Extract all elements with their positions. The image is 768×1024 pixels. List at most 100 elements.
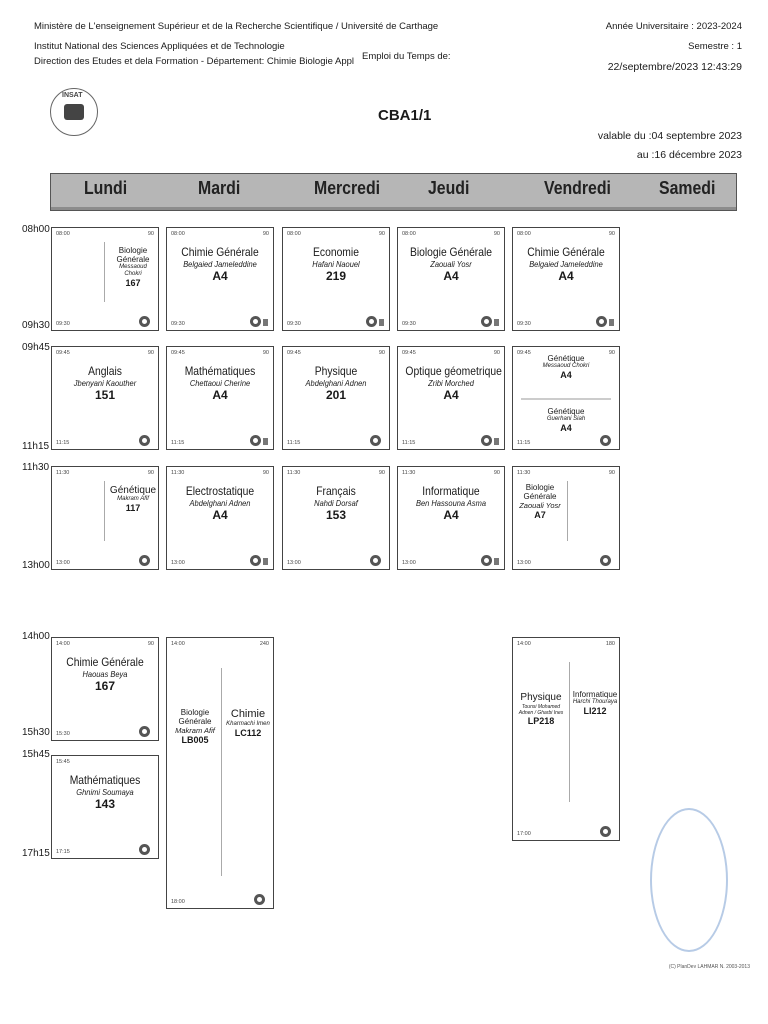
split-line (521, 398, 611, 400)
day-thursday: Jeudi (428, 178, 470, 198)
day-friday: Vendredi (544, 178, 611, 198)
session-card[interactable]: 09:45 90 Génétique Messaoud Chokri A4 Gé… (512, 346, 620, 450)
room-number: A4 (558, 269, 574, 283)
teacher-name: Messaoud Chokri (119, 264, 147, 277)
room-number: A4 (212, 388, 228, 402)
session-card[interactable]: 08:00 90 Chimie Générale Belgaied Jamele… (166, 227, 274, 331)
department-line: Direction des Etudes et dela Formation -… (34, 56, 354, 67)
split-line (104, 481, 105, 541)
session-card[interactable]: 08:00 90 Biologie Générale Zaouali Yosr … (397, 227, 505, 331)
session-content: Anglais Jbenyani Kaouther 151 (52, 364, 158, 403)
session-card[interactable]: 14:00 180 Physique Tounsi Mohamed Adnen … (512, 637, 620, 841)
teacher-name: Zaouali Yosr (430, 259, 472, 269)
time-label: 11h15 (22, 441, 50, 452)
session-content: Génétique Makram Afif 117 (108, 485, 158, 514)
session-card[interactable]: 09:45 90 Anglais Jbenyani Kaouther 151 1… (51, 346, 159, 450)
official-seal (650, 808, 728, 952)
day-monday: Lundi (84, 178, 128, 198)
session-content-group-a: Physique Tounsi Mohamed Adnen / Gharbi I… (515, 692, 567, 727)
session-content-group-b: Génétique Guerhani Siah A4 (513, 407, 619, 434)
course-title: Anglais (88, 364, 122, 378)
teacher-name: Makram Afif (175, 726, 215, 735)
teacher-name: Ghnimi Soumaya (76, 787, 134, 797)
course-type-icon (250, 316, 261, 327)
course-title: Français (316, 484, 356, 498)
course-type-icon (366, 316, 377, 327)
session-card[interactable]: 11:30 90 Génétique Makram Afif 117 13:00 (51, 466, 159, 570)
course-type-icon (370, 555, 381, 566)
session-card[interactable]: 09:45 90 Optique géometrique Zribi Morch… (397, 346, 505, 450)
teacher-name: Zaouali Yosr (519, 501, 561, 510)
time-label: 14h00 (22, 631, 50, 642)
session-card[interactable]: 08:00 90 Biologie Générale Messaoud Chok… (51, 227, 159, 331)
room-number: 153 (325, 508, 347, 522)
time-label: 15h30 (22, 727, 50, 738)
split-line (221, 668, 222, 876)
room-number: A4 (560, 423, 572, 433)
session-content: Mathématiques Ghnimi Soumaya 143 (52, 774, 158, 812)
session-content: Economie Hafani Naouel 219 (283, 245, 389, 284)
schedule-title: Emploi du Temps de: (362, 51, 451, 62)
course-type-icon (139, 435, 150, 446)
course-title: Génétique (109, 485, 157, 496)
day-saturday: Samedi (659, 178, 716, 198)
room-number: 143 (94, 797, 116, 811)
session-card[interactable]: 09:45 90 Physique Abdelghani Adnen 201 1… (282, 346, 390, 450)
course-type-icon (250, 435, 261, 446)
day-tuesday: Mardi (198, 178, 241, 198)
session-card[interactable]: 11:30 90 Electrostatique Abdelghani Adne… (166, 466, 274, 570)
session-card[interactable]: 11:30 90 Informatique Ben Hassouna Asma … (397, 466, 505, 570)
session-card[interactable]: 11:30 90 Français Nahdi Dorsaf 153 13:00 (282, 466, 390, 570)
teacher-name: Hafani Naouel (312, 259, 360, 269)
teacher-name: Messaoud Chokri (542, 363, 590, 369)
logo-text: INSAT (62, 92, 83, 99)
valid-to: au :16 décembre 2023 (636, 149, 742, 161)
course-title: Optique géometrique (405, 364, 502, 378)
days-header: Lundi Mardi Mercredi Jeudi Vendredi Same… (50, 173, 737, 211)
session-card[interactable]: 08:00 90 Chimie Générale Belgaied Jamele… (512, 227, 620, 331)
session-card[interactable]: 14:00 240 Biologie Générale Makram Afif … (166, 637, 274, 909)
session-card[interactable]: 11:30 90 Biologie Générale Zaouali Yosr … (512, 466, 620, 570)
course-title: Biologie Générale (409, 245, 493, 259)
session-card[interactable]: 14:00 90 Chimie Générale Haouas Beya 167… (51, 637, 159, 741)
time-label: 08h00 (22, 224, 50, 235)
course-type-icon (596, 316, 607, 327)
session-content: Chimie Générale Belgaied Jameleddine A4 (167, 246, 273, 284)
room-number: LC112 (234, 728, 262, 738)
session-content: Optique géometrique Zribi Morched A4 (398, 364, 504, 403)
logo-emblem (64, 104, 84, 120)
course-type-icon (481, 435, 492, 446)
teacher-name: Ben Hassouna Asma (415, 498, 486, 508)
teacher-name: Makram Afif (117, 496, 149, 502)
course-type-marker (263, 438, 268, 445)
teacher-name: Haouas Beya (82, 669, 128, 679)
session-card[interactable]: 15:45 Mathématiques Ghnimi Soumaya 143 1… (51, 755, 159, 859)
session-content: Mathématiques Chettaoui Cherine A4 (167, 365, 273, 403)
session-card[interactable]: 09:45 90 Mathématiques Chettaoui Cherine… (166, 346, 274, 450)
teacher-name: Guerhani Siah (546, 416, 586, 422)
teacher-name: Kharmachi Imen (226, 721, 270, 727)
course-type-icon (600, 555, 611, 566)
course-type-icon (370, 435, 381, 446)
course-title: Biologie Générale (523, 483, 557, 501)
course-title: Biologie Générale (116, 246, 150, 264)
course-type-marker (379, 319, 384, 326)
footer-credit: (C) PlanDev LAHMAR N. 2003-2013 (668, 964, 750, 970)
room-number: LI212 (583, 706, 607, 716)
session-content: Electrostatique Abdelghani Adnen A4 (167, 485, 273, 523)
course-type-icon (139, 555, 150, 566)
course-type-icon (600, 826, 611, 837)
room-number: A4 (443, 508, 459, 522)
valid-from: valable du :04 septembre 2023 (597, 130, 742, 142)
room-number: 201 (325, 388, 347, 402)
course-type-icon (600, 435, 611, 446)
session-content-group-a: Génétique Messaoud Chokri A4 (513, 354, 619, 381)
course-type-marker (494, 438, 499, 445)
course-title: Economie (313, 245, 359, 259)
session-card[interactable]: 08:00 90 Economie Hafani Naouel 219 09:3… (282, 227, 390, 331)
session-content-group-a: Biologie Générale Makram Afif LB005 (171, 708, 219, 746)
room-number: 167 (125, 278, 141, 288)
course-type-marker (609, 319, 614, 326)
room-number: 151 (94, 388, 116, 402)
room-number: A4 (212, 269, 228, 283)
